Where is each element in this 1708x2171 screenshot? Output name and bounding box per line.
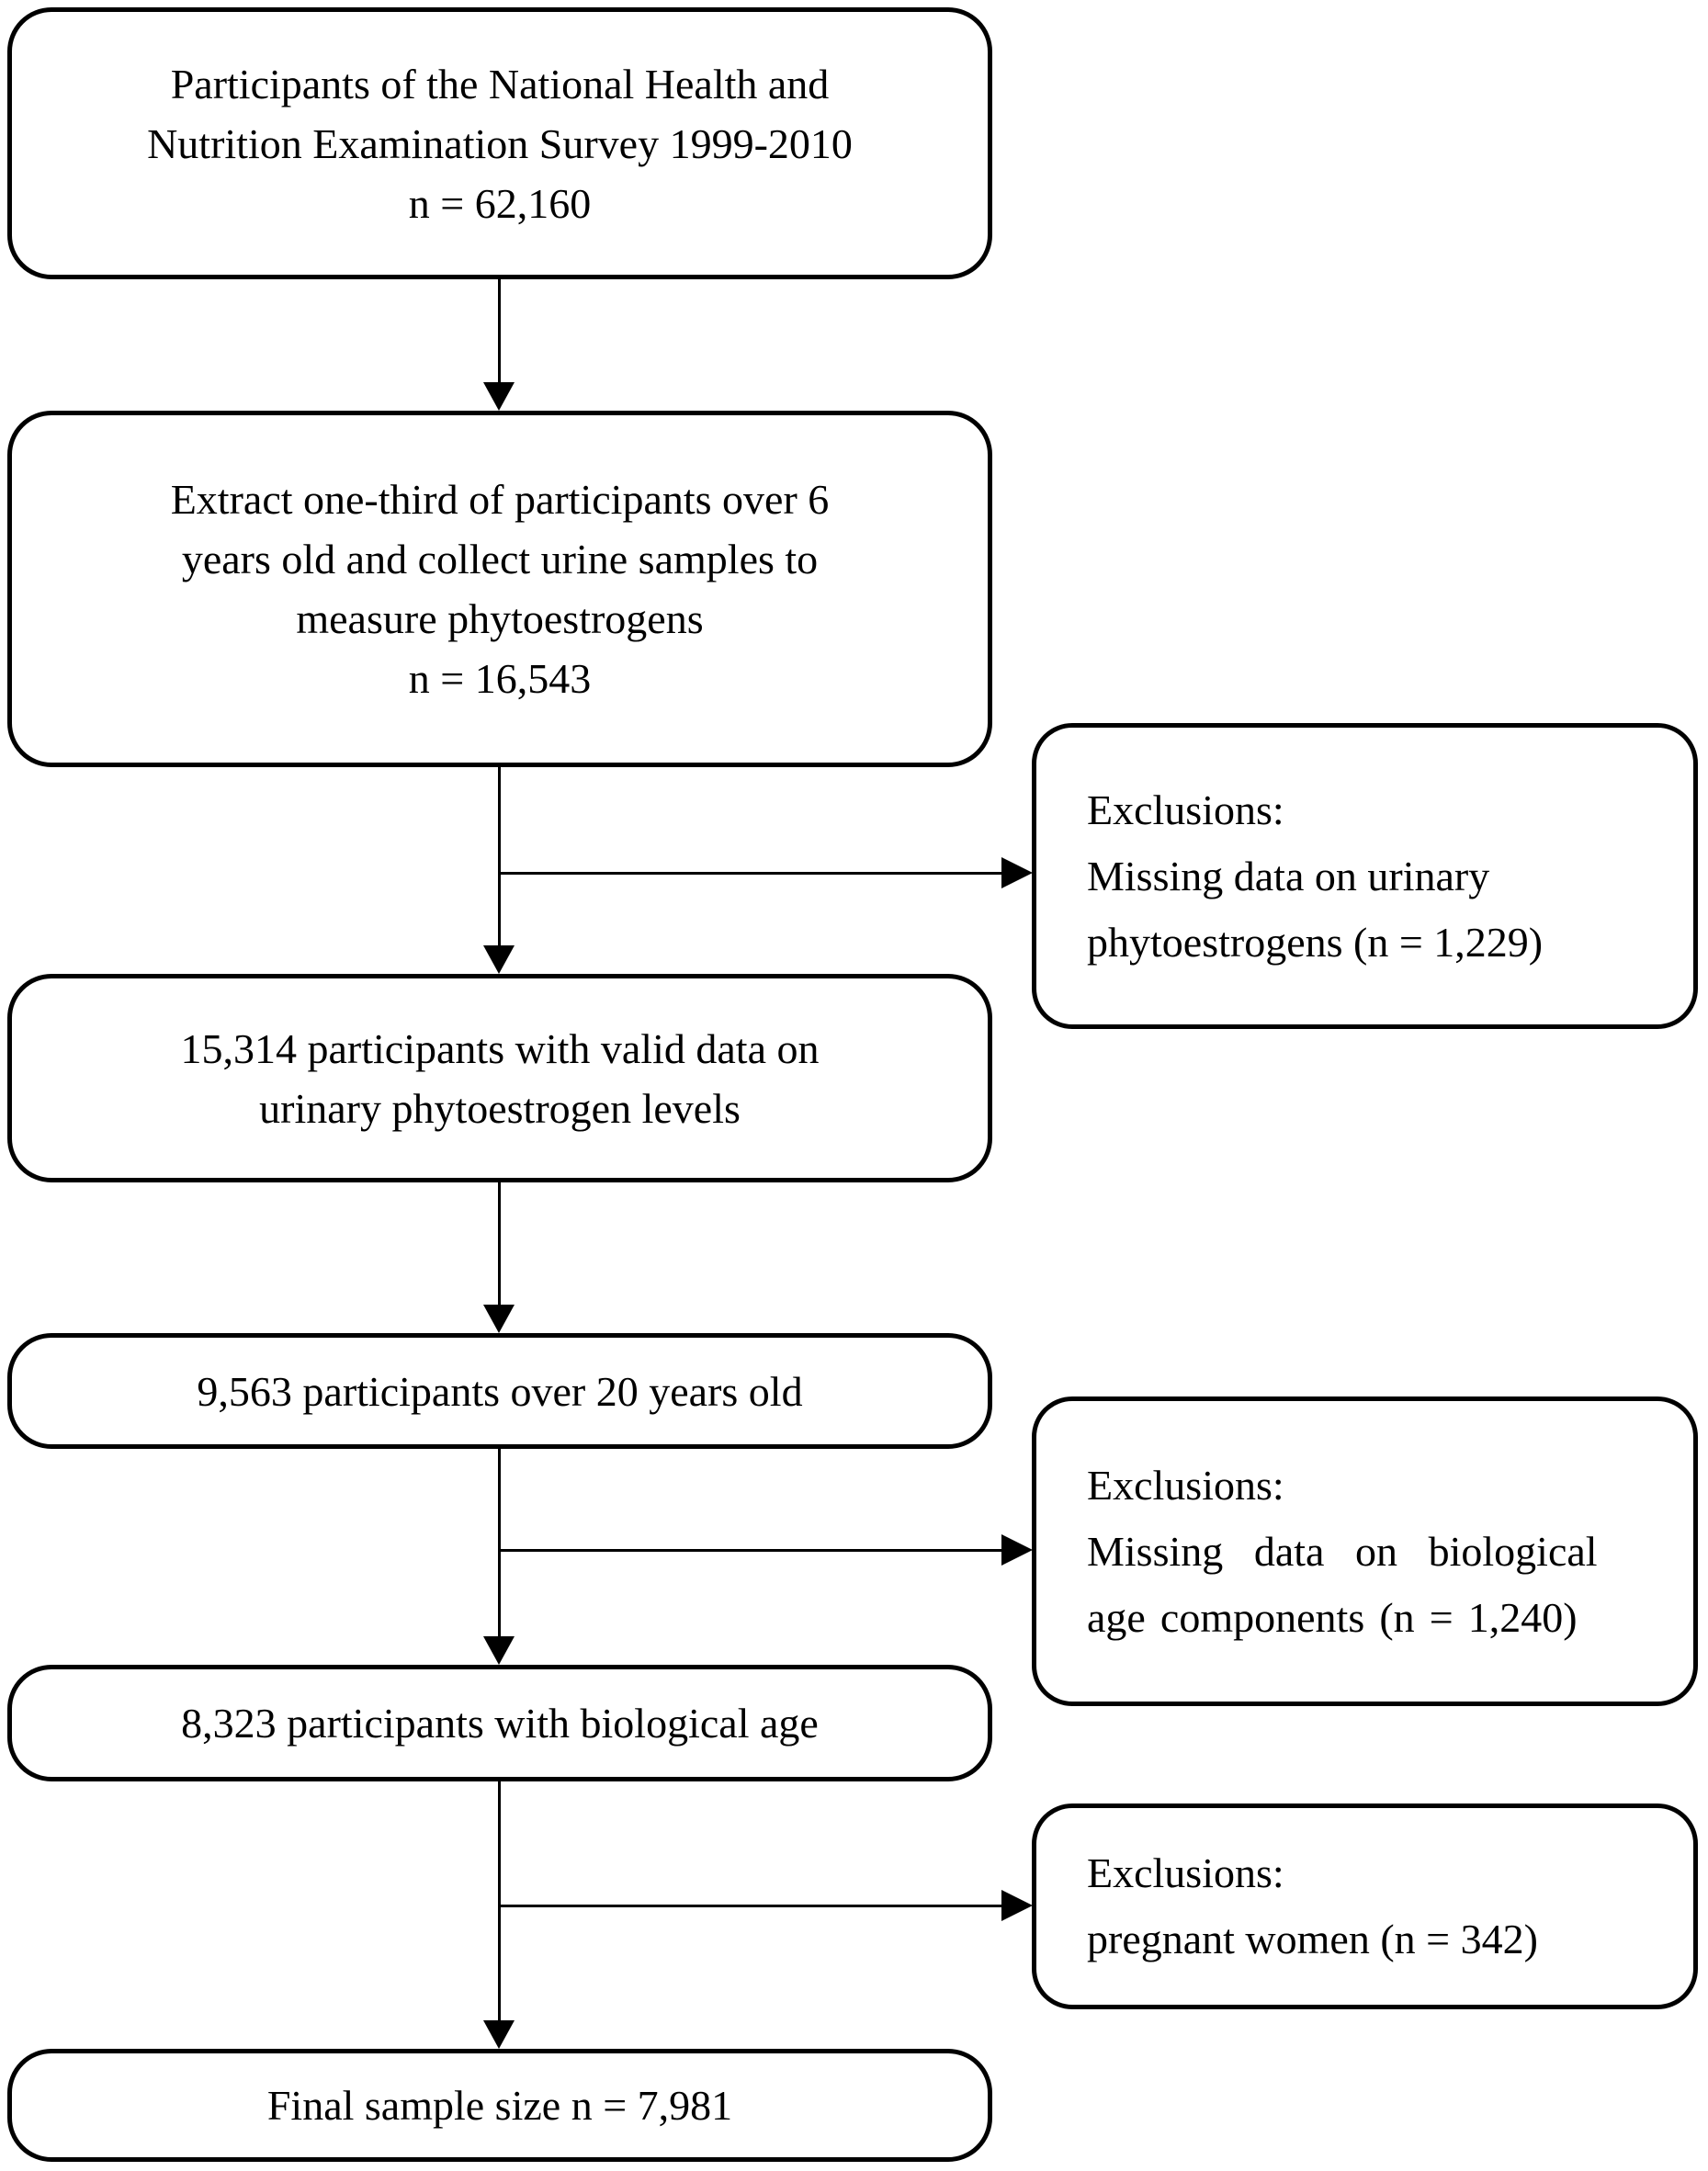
box-line: urinary phytoestrogen levels bbox=[259, 1084, 741, 1132]
branch-line-1 bbox=[499, 872, 1002, 875]
connector-line-2 bbox=[498, 767, 501, 947]
box-text: Exclusions: Missing data on biological a… bbox=[1036, 1453, 1693, 1651]
connector-line-4 bbox=[498, 1449, 501, 1638]
box-line: Exclusions: bbox=[1087, 1849, 1284, 1896]
connector-line-5 bbox=[498, 1781, 501, 2022]
box-text: Exclusions: pregnant women (n = 342) bbox=[1036, 1840, 1693, 1973]
box-line: Missing data on biological bbox=[1087, 1527, 1598, 1575]
box-line: n = 62,160 bbox=[408, 179, 592, 227]
arrow-right-icon bbox=[1001, 1890, 1033, 1921]
box-line: 8,323 participants with biological age bbox=[181, 1700, 819, 1747]
box-text: Final sample size n = 7,981 bbox=[12, 2075, 988, 2135]
box-line: n = 16,543 bbox=[408, 655, 592, 702]
box-line: Exclusions: bbox=[1087, 1461, 1284, 1509]
box-line: Missing data on urinary bbox=[1087, 852, 1490, 899]
box-line: Nutrition Examination Survey 1999-2010 bbox=[147, 119, 853, 167]
box-text: 15,314 participants with valid data on u… bbox=[12, 1019, 988, 1138]
branch-line-3 bbox=[499, 1905, 1002, 1907]
box-text: 9,563 participants over 20 years old bbox=[12, 1362, 988, 1421]
exclusion-box-missing-biological-age: Exclusions: Missing data on biological a… bbox=[1032, 1396, 1698, 1706]
arrow-right-icon bbox=[1001, 1534, 1033, 1566]
arrow-down-icon bbox=[483, 2020, 515, 2049]
flow-box-with-biological-age: 8,323 participants with biological age bbox=[7, 1665, 992, 1781]
box-line: 9,563 participants over 20 years old bbox=[197, 1367, 803, 1415]
arrow-down-icon bbox=[483, 945, 515, 974]
box-line: Final sample size n = 7,981 bbox=[266, 2082, 733, 2129]
exclusion-box-pregnant-women: Exclusions: pregnant women (n = 342) bbox=[1032, 1804, 1698, 2009]
box-line: Participants of the National Health and bbox=[170, 60, 830, 107]
arrow-right-icon bbox=[1001, 857, 1033, 888]
box-text: Extract one-third of participants over 6… bbox=[12, 469, 988, 708]
exclusion-box-missing-urinary: Exclusions: Missing data on urinary phyt… bbox=[1032, 723, 1698, 1029]
box-text: Exclusions: Missing data on urinary phyt… bbox=[1036, 777, 1693, 976]
arrow-down-icon bbox=[483, 1636, 515, 1665]
arrow-down-icon bbox=[483, 1305, 515, 1333]
box-line: measure phytoestrogens bbox=[296, 595, 704, 642]
arrow-down-icon bbox=[483, 382, 515, 411]
connector-line-3 bbox=[498, 1182, 501, 1306]
box-line: 15,314 participants with valid data on bbox=[180, 1024, 820, 1072]
flow-box-nhanes-participants: Participants of the National Health and … bbox=[7, 7, 992, 279]
flow-box-extract-one-third: Extract one-third of participants over 6… bbox=[7, 411, 992, 767]
box-line: age components (n = 1,240) bbox=[1087, 1593, 1578, 1641]
box-line: pregnant women (n = 342) bbox=[1087, 1916, 1538, 1962]
flow-box-valid-phytoestrogen-data: 15,314 participants with valid data on u… bbox=[7, 974, 992, 1182]
branch-line-2 bbox=[499, 1549, 1002, 1552]
connector-line-1 bbox=[498, 279, 501, 384]
box-line: Exclusions: bbox=[1087, 786, 1284, 833]
box-text: Participants of the National Health and … bbox=[12, 54, 988, 233]
flow-box-over-20-years: 9,563 participants over 20 years old bbox=[7, 1333, 992, 1449]
box-text: 8,323 participants with biological age bbox=[12, 1693, 988, 1753]
box-line: Extract one-third of participants over 6 bbox=[170, 476, 830, 523]
box-line: years old and collect urine samples to bbox=[181, 536, 819, 582]
box-line: phytoestrogens (n = 1,229) bbox=[1087, 918, 1544, 966]
flow-box-final-sample: Final sample size n = 7,981 bbox=[7, 2049, 992, 2162]
